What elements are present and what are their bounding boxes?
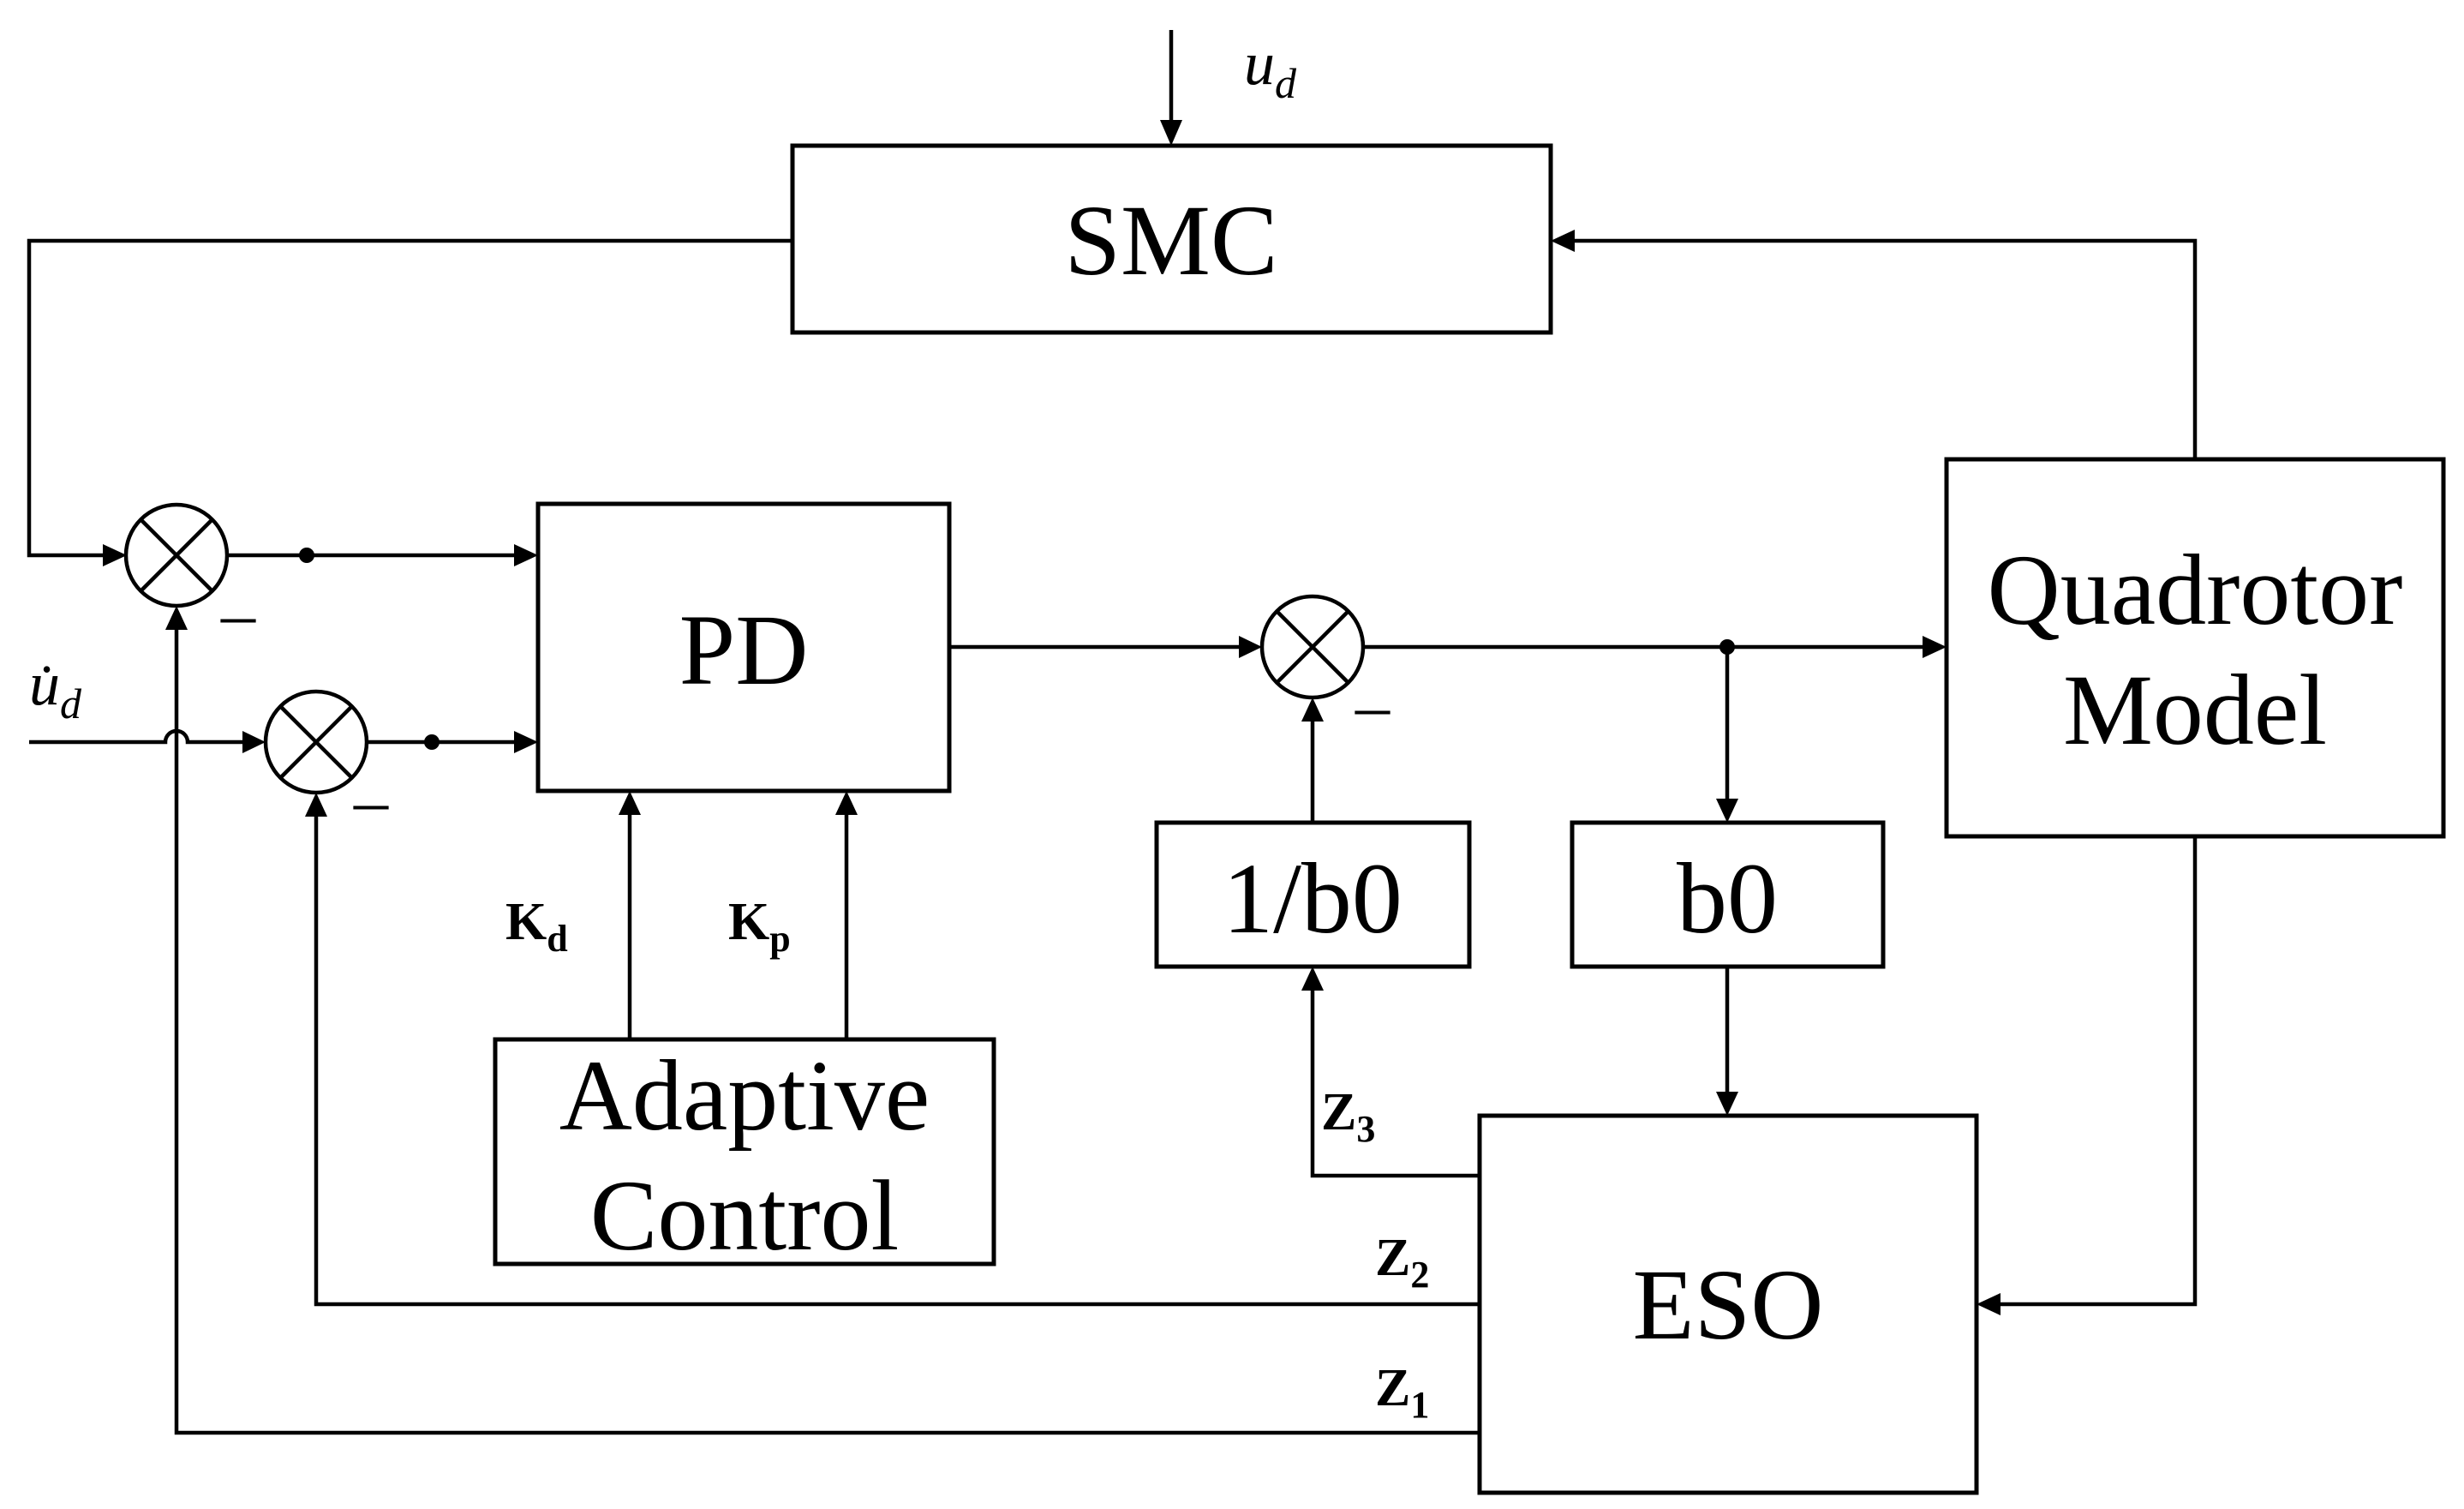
arrow-into-smc-right xyxy=(1551,230,1575,252)
eso-label: ESO xyxy=(1633,1249,1824,1361)
pd-block: PD xyxy=(535,501,952,793)
junction-dot-1 xyxy=(299,548,314,563)
arrow-into-eso-top xyxy=(1716,1092,1738,1116)
wire-z2 xyxy=(314,817,1480,1307)
arrow-z2-into-sum2 xyxy=(305,793,327,817)
summing-junction-2: _ xyxy=(263,689,389,816)
label-z1: Z1 xyxy=(1375,1359,1429,1426)
adaptive-label-line1: Adaptive xyxy=(559,1039,930,1152)
eso-block: ESO xyxy=(1477,1113,1979,1495)
arrow-into-plant xyxy=(1923,636,1947,658)
minus-sign-2: _ xyxy=(353,740,389,816)
smc-label: SMC xyxy=(1064,184,1277,296)
arrow-into-b0 xyxy=(1716,799,1738,823)
label-ud-dot: u̇d xyxy=(29,650,82,728)
arrow-into-sum1-left xyxy=(103,544,127,566)
arrow-into-pd-lower xyxy=(514,731,538,753)
label-kp: Kp xyxy=(728,893,791,960)
b0-label: b0 xyxy=(1677,842,1778,955)
adaptive-control-block: Adaptive Control xyxy=(493,1037,996,1272)
wire-smc-to-sum1 xyxy=(27,238,792,558)
quadrotor-model-block: Quadrotor Model xyxy=(1944,457,2446,839)
inv-b0-block: 1/b0 xyxy=(1154,820,1472,969)
arrow-into-sum3-left xyxy=(1239,636,1262,658)
arrow-into-pd-upper xyxy=(514,544,538,566)
adaptive-label-line2: Control xyxy=(590,1159,900,1272)
smc-block: SMC xyxy=(790,143,1553,335)
minus-sign-1: _ xyxy=(220,554,256,629)
quadrotor-label-line1: Quadrotor xyxy=(1988,534,2403,646)
label-z3: Z3 xyxy=(1321,1083,1375,1150)
quadrotor-label-line2: Model xyxy=(2063,654,2327,766)
wire-z1 xyxy=(174,630,1480,1435)
pd-label: PD xyxy=(679,594,809,706)
b0-block: b0 xyxy=(1570,820,1886,969)
summing-junction-1: _ xyxy=(123,502,256,629)
label-ud-top: ud xyxy=(1244,29,1297,107)
wire-plant-to-smc xyxy=(1575,238,2198,459)
arrow-z3-into-invb0 xyxy=(1301,967,1324,991)
label-z2: Z2 xyxy=(1375,1229,1429,1296)
wire-plant-to-eso xyxy=(2001,836,2198,1307)
arrow-into-sum3-bottom xyxy=(1301,698,1324,722)
arrow-into-eso-right xyxy=(1977,1293,2001,1315)
label-kd: Kd xyxy=(505,893,568,960)
summing-junction-3: _ xyxy=(1259,594,1390,721)
arrow-kd-into-pd xyxy=(619,791,641,815)
wire-uddot-to-sum2 xyxy=(29,728,242,745)
minus-sign-3: _ xyxy=(1355,645,1390,721)
arrow-kp-into-pd xyxy=(835,791,858,815)
junction-dot-2 xyxy=(424,734,440,750)
wire-z3 xyxy=(1310,991,1480,1178)
arrow-z1-into-sum1 xyxy=(165,606,188,630)
inv-b0-label: 1/b0 xyxy=(1223,842,1402,955)
arrow-into-smc-top xyxy=(1160,120,1182,146)
arrow-into-sum2-left xyxy=(242,731,266,753)
